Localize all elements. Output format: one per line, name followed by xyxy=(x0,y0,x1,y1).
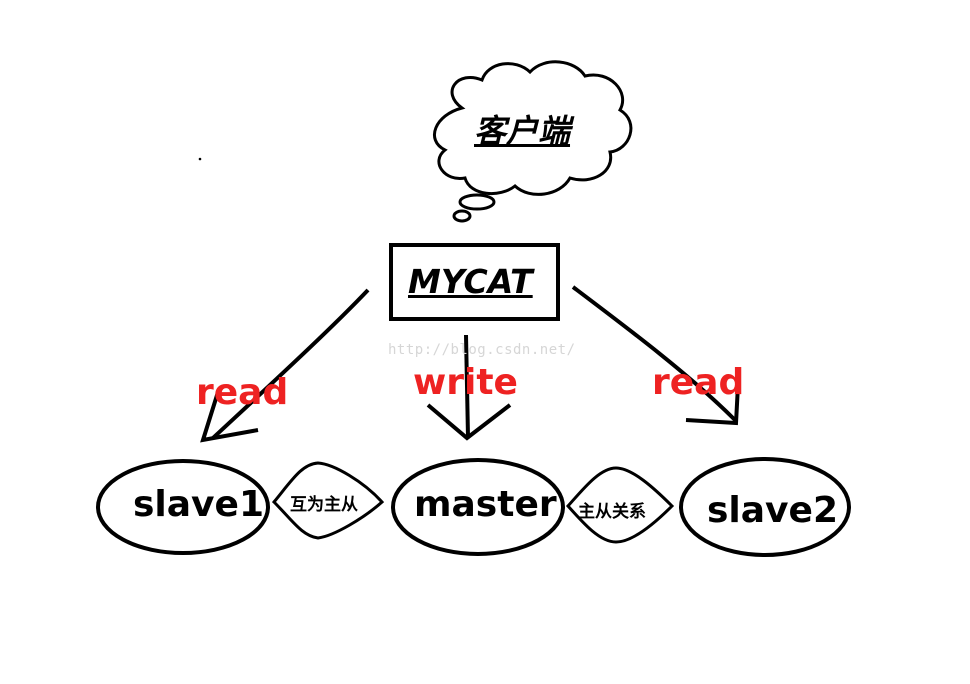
relation-label-left: 互为主从 xyxy=(290,495,358,515)
mycat-label: MYCAT xyxy=(408,262,533,301)
watermark-text: http://blog.csdn.net/ xyxy=(388,342,576,358)
relation-diamond-right xyxy=(565,466,675,544)
read-arrow-right-head xyxy=(685,384,740,426)
master-label: master xyxy=(414,484,557,525)
client-label: 客户端 xyxy=(474,112,571,150)
slave1-label: slave1 xyxy=(133,484,264,525)
write-arrow-head xyxy=(426,403,512,441)
slave1-node xyxy=(96,459,270,555)
mycat-box xyxy=(389,243,560,321)
relation-diamond-left xyxy=(271,461,385,540)
master-node xyxy=(391,458,565,556)
client-cloud xyxy=(433,60,633,196)
write-arrow xyxy=(464,334,470,438)
stray-dot xyxy=(198,157,202,161)
read-label-left: read xyxy=(196,372,289,413)
read-arrow-left-head xyxy=(200,391,259,443)
thought-bubble-large xyxy=(458,193,496,211)
slave2-label: slave2 xyxy=(707,490,838,531)
read-arrow-right xyxy=(571,285,737,422)
thought-bubble-small xyxy=(452,209,472,223)
read-label-right: read xyxy=(652,362,745,403)
write-label: write xyxy=(413,362,518,403)
slave2-node xyxy=(679,457,851,557)
relation-label-right: 主从关系 xyxy=(578,502,646,522)
read-arrow-left xyxy=(211,288,370,440)
